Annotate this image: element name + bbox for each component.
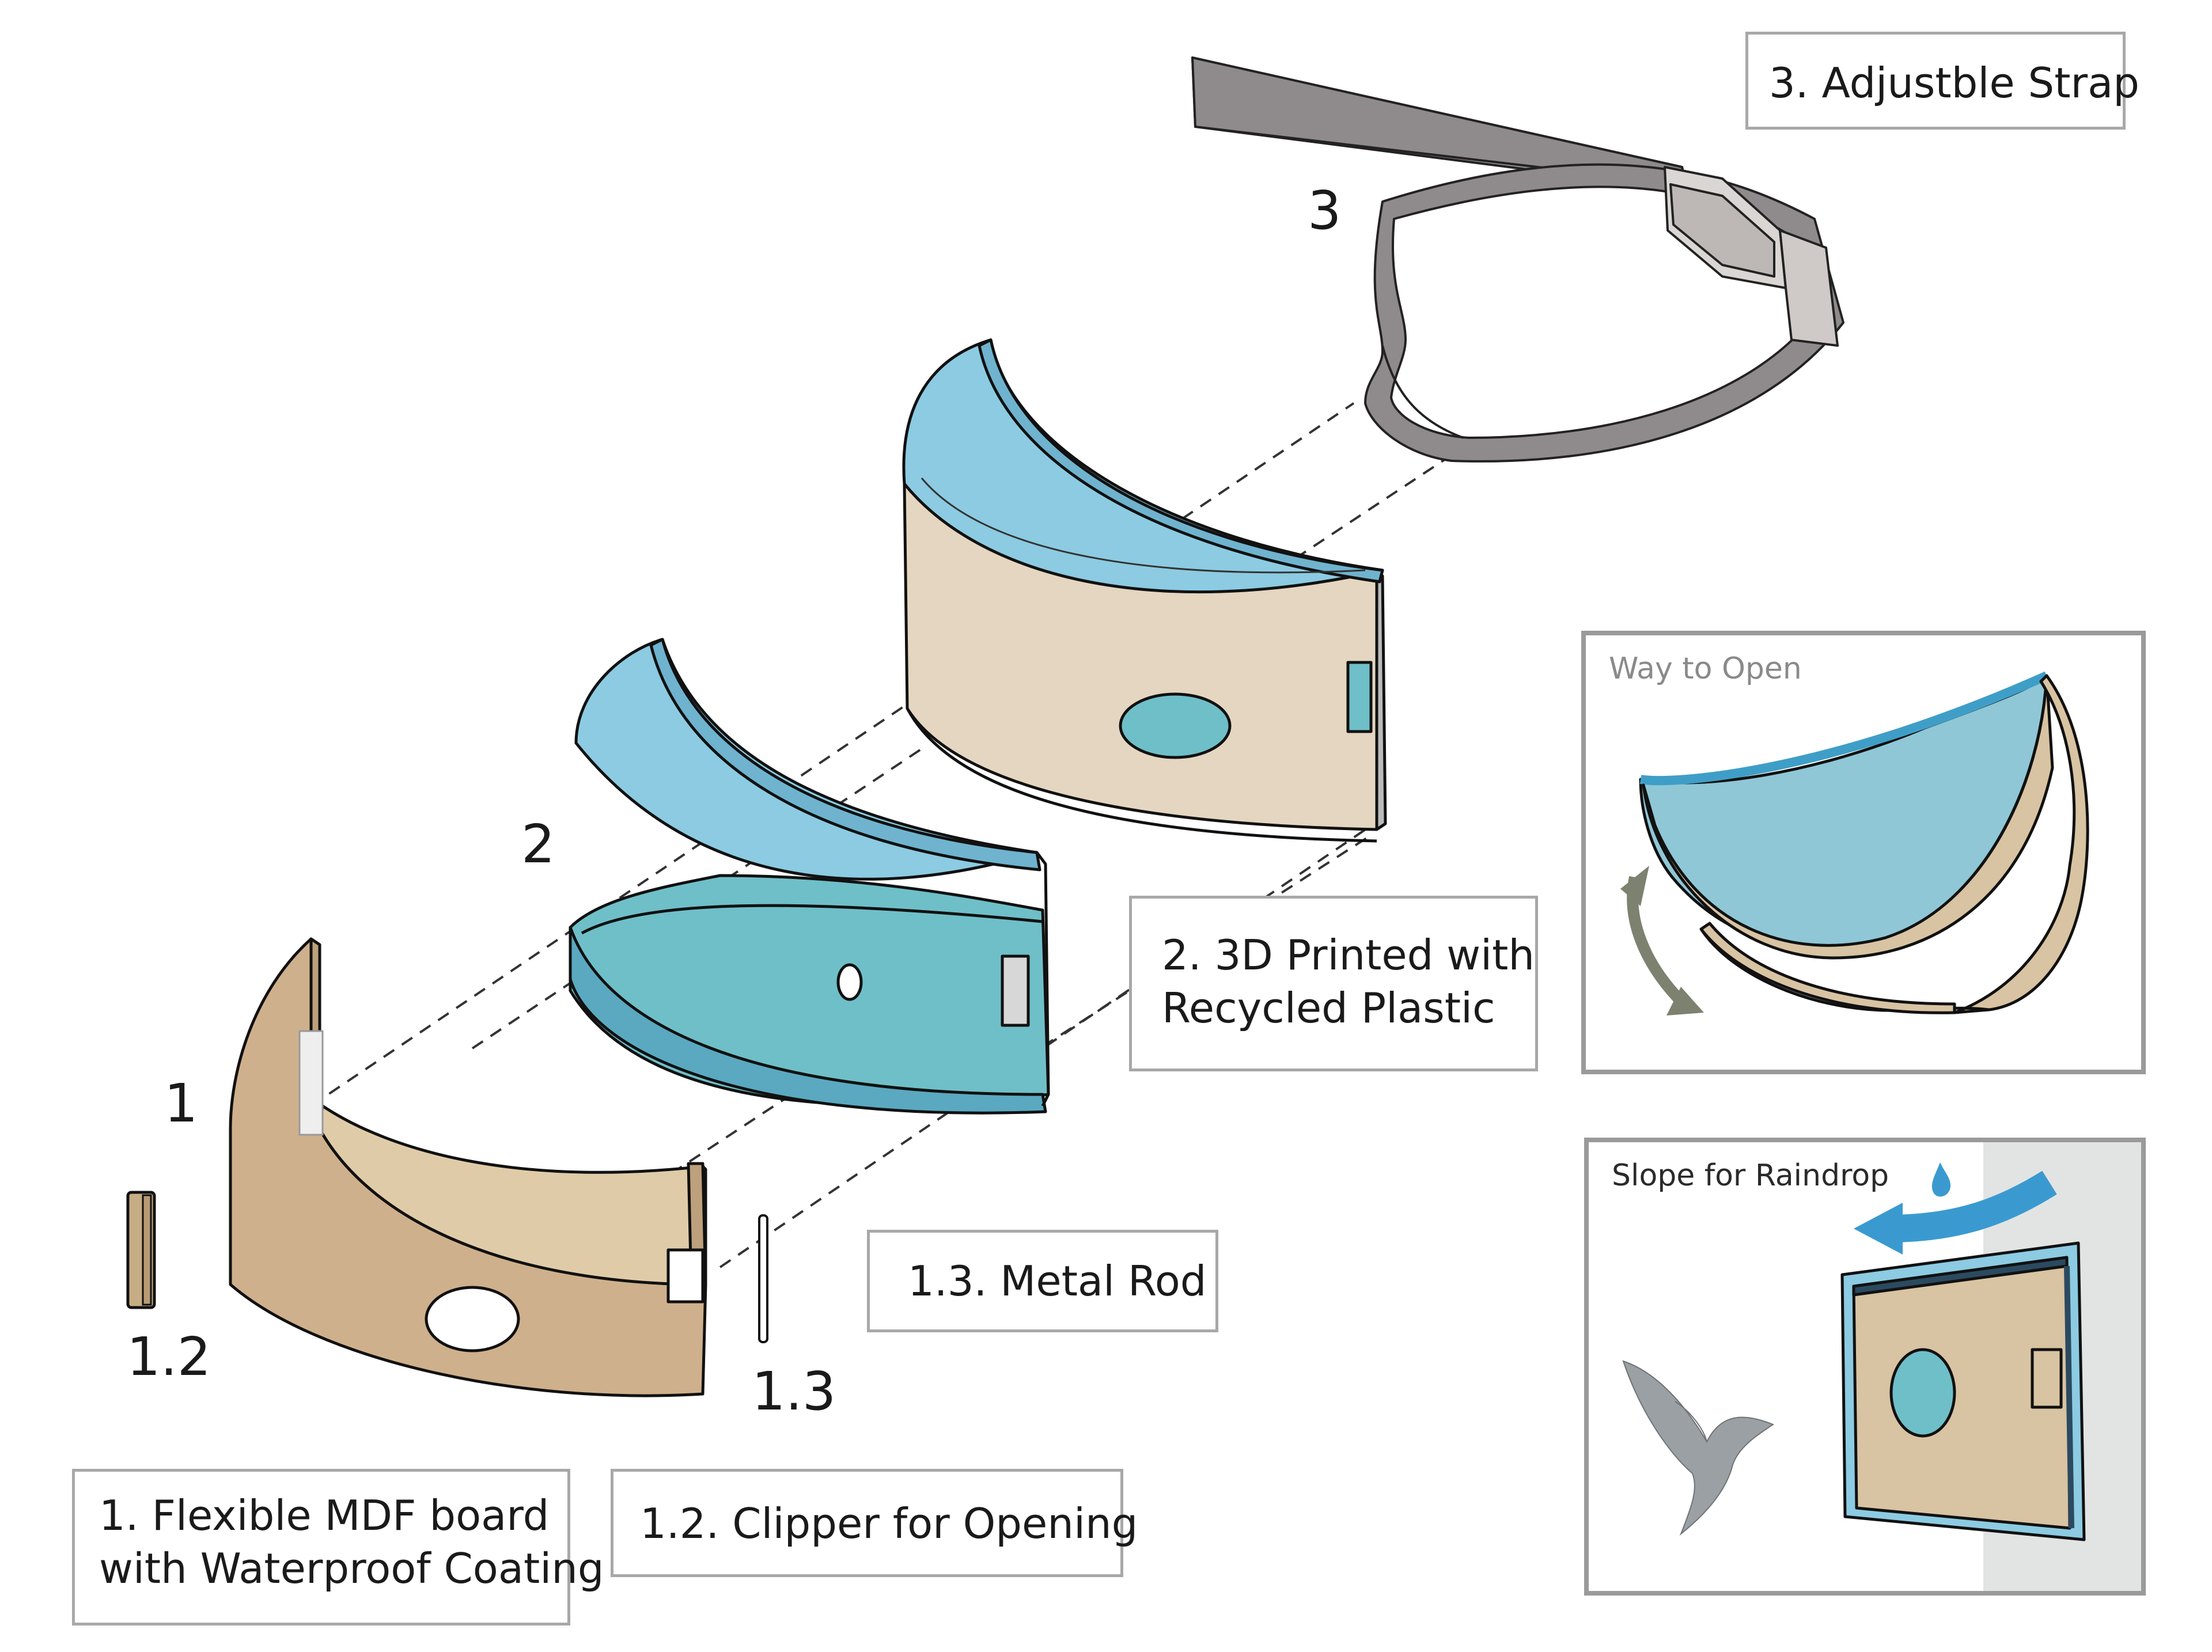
plastic-shell-part <box>569 638 1050 1115</box>
label-mdf-board-line1: 1. Flexible MDF board <box>99 1491 550 1540</box>
mounted-box <box>1840 1241 2086 1541</box>
label-mdf-board: 1. Flexible MDF board with Waterproof Co… <box>72 1469 604 1626</box>
way-to-open-panel: Way to Open <box>1581 631 2146 1074</box>
number-1-2: 1.2 <box>127 1326 211 1388</box>
slope-for-raindrop-panel: Slope for Raindrop <box>1584 1138 2146 1596</box>
clipper-part <box>126 1191 156 1309</box>
mdf-board-part <box>229 937 707 1397</box>
slope-for-raindrop-title: Slope for Raindrop <box>1612 1158 1889 1193</box>
number-1-3: 1.3 <box>752 1361 836 1422</box>
label-adjustable-strap-text: 3. Adjustble Strap <box>1769 59 2139 107</box>
label-3d-printed: 2. 3D Printed with Recycled Plastic <box>1129 896 1538 1071</box>
metal-rod-part <box>758 1214 768 1343</box>
label-3d-printed-line2: Recycled Plastic <box>1162 984 1495 1032</box>
number-2: 2 <box>521 813 555 875</box>
number-3: 3 <box>1308 180 1342 241</box>
way-to-open-illustration <box>1620 671 2089 1016</box>
label-clipper-text: 1.2. Clipper for Opening <box>640 1499 1138 1548</box>
strap-part <box>1191 56 1844 463</box>
label-clipper: 1.2. Clipper for Opening <box>611 1469 1138 1577</box>
label-mdf-board-line2: with Waterproof Coating <box>99 1544 604 1593</box>
bird <box>1622 1360 1775 1536</box>
label-metal-rod: 1.3. Metal Rod <box>867 1230 1218 1332</box>
label-metal-rod-text: 1.3. Metal Rod <box>908 1257 1207 1305</box>
slope-illustration <box>1622 1142 2141 1591</box>
label-3d-printed-line1: 2. 3D Printed with <box>1162 931 1535 979</box>
label-adjustable-strap: 3. Adjustble Strap <box>1745 32 2139 130</box>
way-to-open-title: Way to Open <box>1609 651 1802 686</box>
number-1: 1 <box>164 1073 198 1134</box>
assembled-box-part <box>902 338 1387 843</box>
